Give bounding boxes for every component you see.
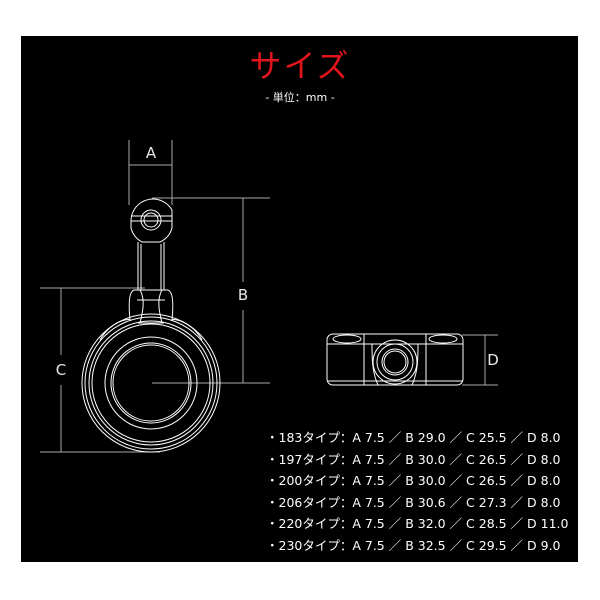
page-title: サイズ	[249, 47, 351, 85]
spec-row-197: ・197タイプ：A 7.5 ／ B 30.0 ／ C 26.5 ／ D 8.0	[266, 451, 561, 467]
spec-row-220: ・220タイプ：A 7.5 ／ B 32.0 ／ C 28.5 ／ D 11.0	[266, 516, 569, 531]
dimension-c-label: C	[55, 361, 67, 379]
spec-row-230: ・230タイプ：A 7.5 ／ B 32.5 ／ C 29.5 ／ D 9.0	[266, 537, 561, 553]
diagram-panel	[21, 36, 578, 562]
dimension-d-label: D	[487, 351, 499, 369]
dimension-b-label: B	[237, 286, 249, 304]
dimension-a-label: A	[145, 144, 157, 162]
spec-list: ・183タイプ：A 7.5 ／ B 29.0 ／ C 25.5 ／ D 8.0 …	[266, 427, 568, 556]
dimension-lines	[40, 140, 498, 453]
spec-row-200: ・200タイプ：A 7.5 ／ B 30.0 ／ C 26.5 ／ D 8.0	[266, 473, 561, 488]
spec-row-183: ・183タイプ：A 7.5 ／ B 29.0 ／ C 25.5 ／ D 8.0	[266, 430, 561, 445]
side-view	[326, 333, 464, 386]
front-view	[81, 198, 221, 453]
spec-row-206: ・206タイプ：A 7.5 ／ B 30.6 ／ C 27.3 ／ D 8.0	[266, 494, 561, 510]
unit-subtitle: - 単位：mm -	[265, 91, 335, 104]
